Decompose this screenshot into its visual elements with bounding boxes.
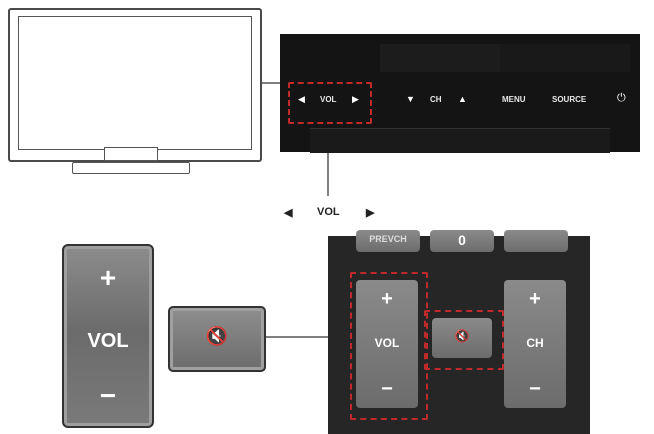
remote-closeup: PREVCH 0 + VOL − 🔇 + CH − [328,230,590,434]
panel-source-button[interactable]: SOURCE [552,95,587,104]
remote-vol-highlight [350,272,428,420]
vol-right-arrow-icon: ▶ [366,207,375,219]
vol-row-label: VOL [317,206,340,218]
remote-mute-highlight [424,310,504,370]
panel-top-highlight [380,44,500,72]
remote-mute-button[interactable]: 🔇 [432,318,492,358]
remote-prevch-label: PREVCH [369,234,407,244]
panel-vol-right-icon[interactable]: ▶ [352,94,359,104]
panel-bottom-flap [310,128,610,153]
panel-top-highlight-2 [500,44,630,72]
remote-ch-label: CH [526,336,544,350]
remote-mute-icon: 🔇 [454,329,470,343]
remote-vol-minus[interactable]: − [381,378,393,400]
vol-left-arrow-icon: ◀ [284,207,293,219]
remote-vol-rocker[interactable]: + VOL − [356,280,418,408]
panel-ch-up-icon[interactable]: ▲ [458,94,467,104]
panel-menu-button[interactable]: MENU [502,95,526,104]
volume-rocker-large[interactable]: + VOL − [62,244,154,428]
remote-top-button-left[interactable]: PREVCH [356,230,420,252]
remote-ch-plus[interactable]: + [529,288,541,310]
remote-vol-plus[interactable]: + [381,288,393,310]
panel-ch-down-icon[interactable]: ▼ [406,94,415,104]
tv-screen [18,16,252,150]
remote-zero-label: 0 [458,232,466,248]
remote-top-button-mid[interactable]: 0 [430,230,494,252]
tv-stand-neck [104,147,158,161]
remote-ch-minus[interactable]: − [529,378,541,400]
mute-icon: 🔇 [205,326,229,346]
rocker-minus[interactable]: − [99,380,117,411]
mute-button-large[interactable]: 🔇 [168,306,266,372]
remote-ch-rocker[interactable]: + CH − [504,280,566,408]
remote-vol-label: VOL [374,336,400,350]
panel-vol-highlight [288,82,372,124]
panel-vol-left-icon[interactable]: ◀ [298,94,305,104]
panel-vol-label: VOL [320,95,337,104]
tv-outline [8,8,262,162]
panel-power-icon[interactable]: ⏻ [617,92,626,104]
panel-ch-label: CH [430,95,442,104]
tv-stand-base [72,162,190,174]
rocker-plus[interactable]: + [99,262,117,293]
rocker-vol-label: VOL [87,330,129,352]
remote-top-button-right[interactable] [504,230,568,252]
